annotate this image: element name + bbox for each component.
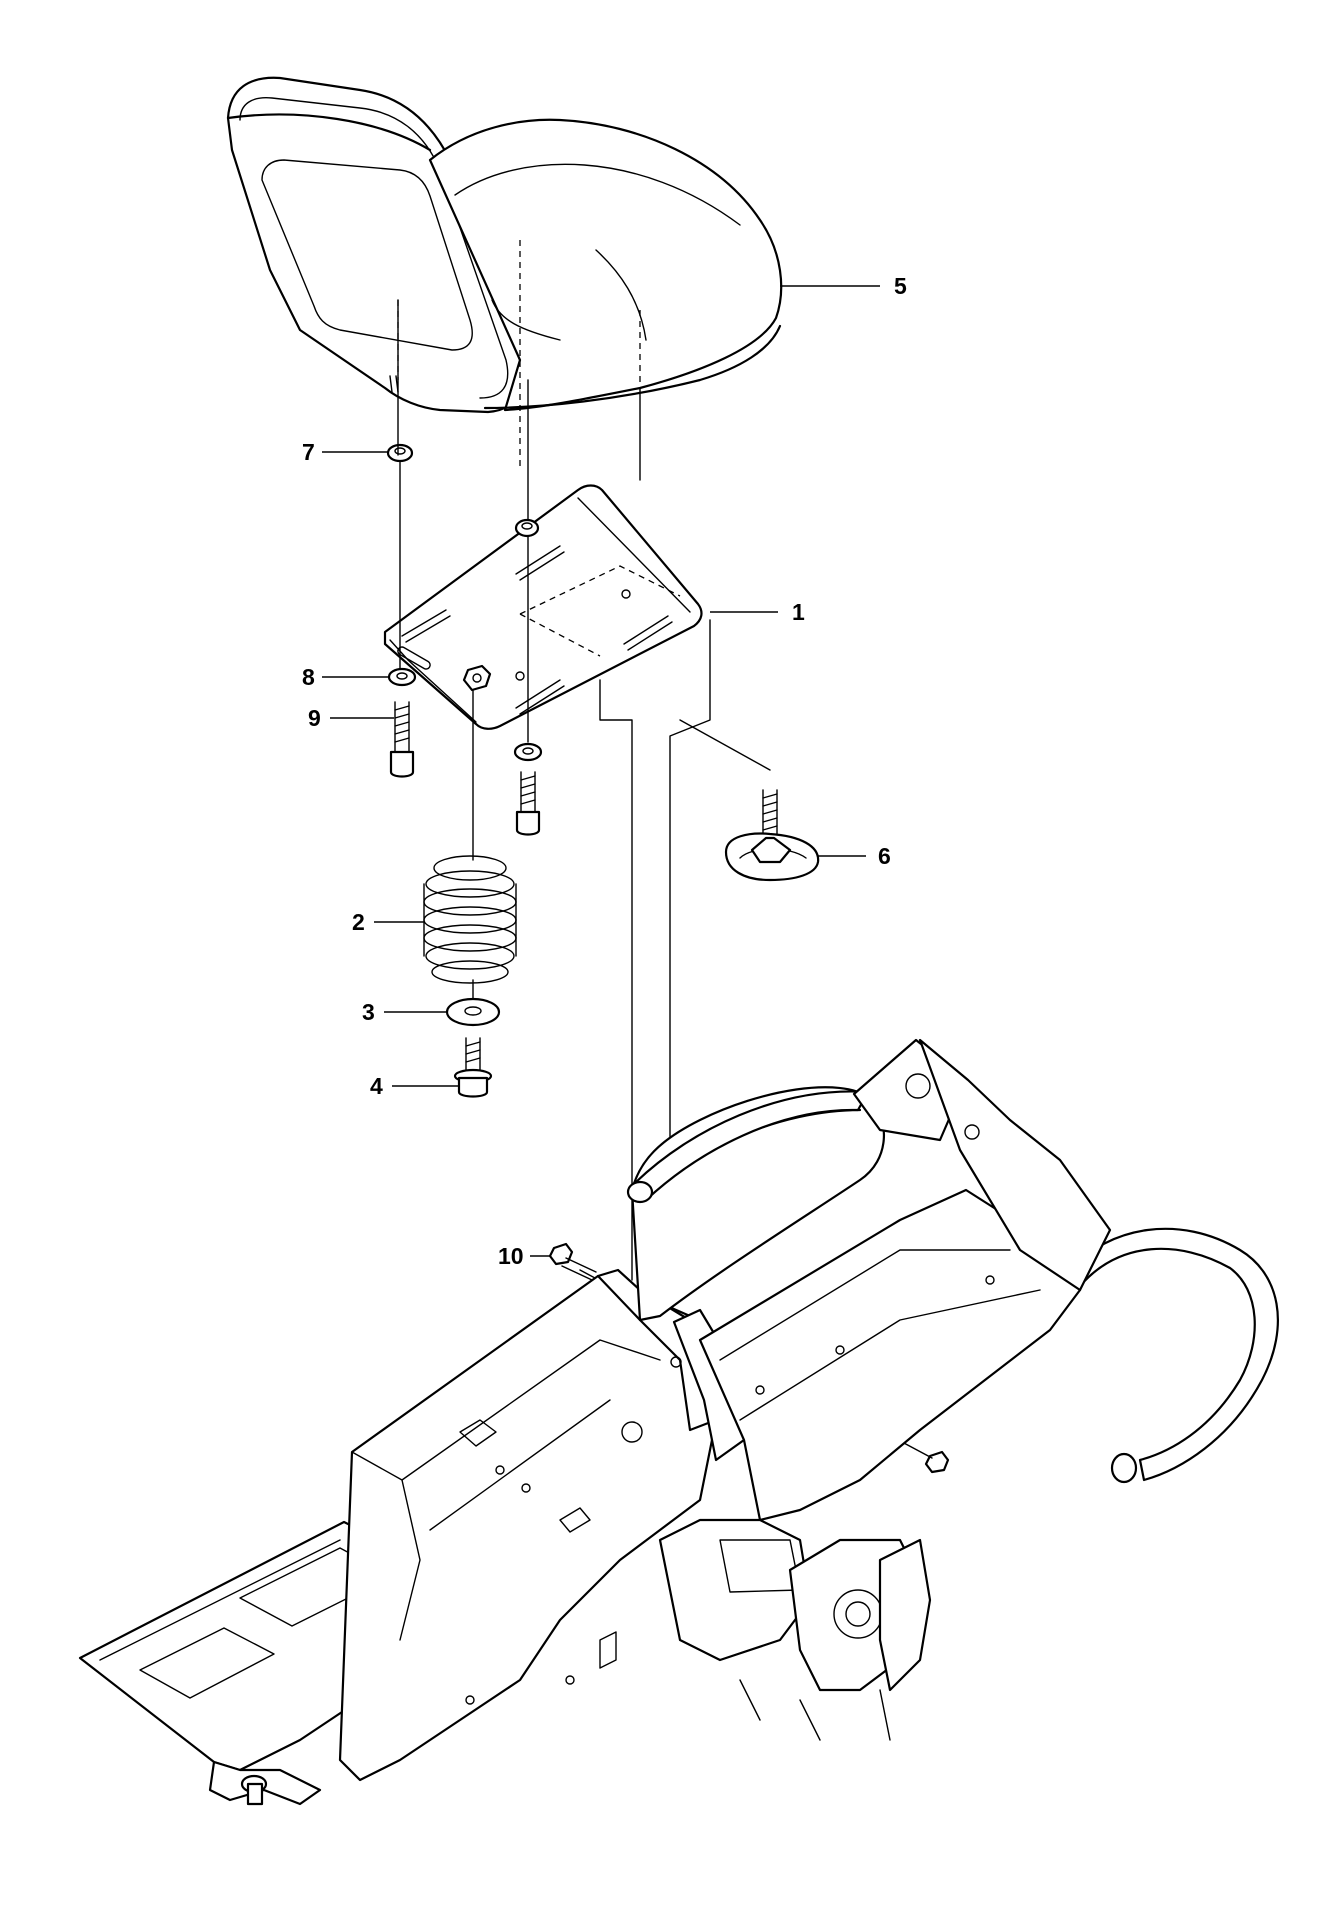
bolt-4 <box>453 1037 493 1098</box>
callout-3: 3 <box>362 999 446 1025</box>
callout-5: 5 <box>780 273 907 299</box>
callout-label-5: 5 <box>894 273 907 299</box>
callout-label-3: 3 <box>362 999 375 1025</box>
seat <box>226 76 783 470</box>
callout-label-9: 9 <box>308 705 321 731</box>
chassis-frame <box>78 1038 1279 1806</box>
washer-3 <box>445 997 501 1027</box>
callout-4: 4 <box>370 1073 458 1099</box>
washer-screw-center <box>513 742 543 836</box>
callout-label-2: 2 <box>352 909 365 935</box>
callout-label-7: 7 <box>302 439 315 465</box>
callout-label-6: 6 <box>878 843 891 869</box>
bolt-right <box>924 1450 950 1474</box>
callout-10: 10 <box>498 1243 550 1269</box>
callout-label-4: 4 <box>370 1073 383 1099</box>
seat-plate <box>383 484 703 730</box>
callout-9: 9 <box>308 705 394 731</box>
spring-2 <box>423 855 517 984</box>
callout-7: 7 <box>302 439 388 465</box>
nut-7 <box>386 443 414 463</box>
callout-label-1: 1 <box>792 599 805 625</box>
washer-8 <box>387 667 417 687</box>
callout-2: 2 <box>352 909 424 935</box>
callout-label-10: 10 <box>498 1243 524 1269</box>
nut-upper <box>514 518 540 538</box>
callout-6: 6 <box>818 843 891 869</box>
callout-1: 1 <box>710 599 805 625</box>
knob-6 <box>724 789 820 882</box>
callout-label-8: 8 <box>302 664 315 690</box>
callout-8: 8 <box>302 664 389 690</box>
screw-9 <box>389 701 415 778</box>
